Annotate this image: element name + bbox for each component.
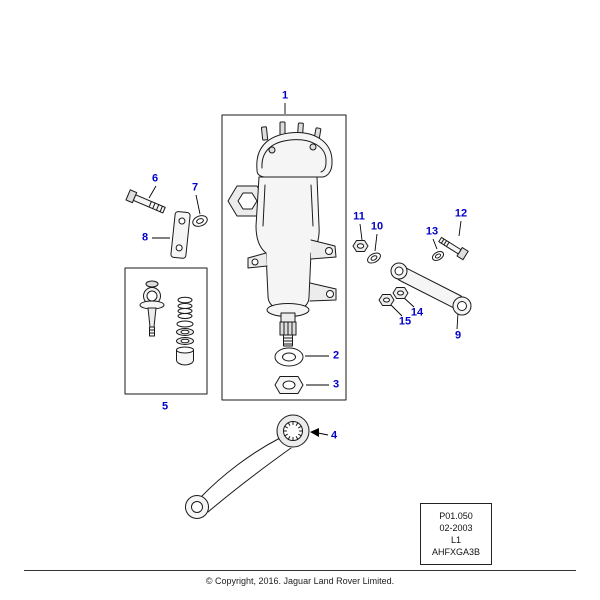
repair-kit-box-part5 [124, 267, 208, 395]
copyright-text: © Copyright, 2016. Jaguar Land Rover Lim… [205, 576, 395, 586]
washer-part2 [274, 347, 304, 367]
washer-part10 [367, 252, 381, 264]
nut-part3 [274, 376, 304, 394]
callout-6: 6 [151, 172, 159, 185]
callout-12: 12 [454, 207, 468, 220]
steering-gearbox [227, 121, 337, 347]
drawing-date: 02-2003 [439, 522, 473, 533]
plate-part8 [170, 211, 191, 259]
seal-stack [176, 296, 194, 366]
copyright-bar: © Copyright, 2016. Jaguar Land Rover Lim… [24, 570, 576, 586]
washer-part13 [431, 251, 445, 261]
drawing-info-box: P01.050 02-2003 L1 AHFXGA3B [420, 503, 492, 565]
idler-arm-part9 [390, 262, 472, 316]
ball-joint [139, 280, 165, 337]
callout-1: 1 [281, 89, 289, 102]
callout-8: 8 [141, 231, 149, 244]
washer-part7 [192, 215, 208, 227]
callout-14: 14 [410, 306, 424, 319]
bolt-part12 [438, 236, 469, 261]
drawing-sheet: L1 [450, 534, 461, 545]
callout-13: 13 [425, 225, 439, 238]
bolt-part6 [125, 189, 166, 214]
callout-3: 3 [332, 378, 340, 391]
nut-part11 [352, 240, 369, 252]
callout-5: 5 [161, 400, 169, 413]
callout-10: 10 [370, 220, 384, 233]
drawing-reference: AHFXGA3B [431, 546, 480, 557]
callout-2: 2 [332, 349, 340, 362]
callout-9: 9 [454, 329, 462, 342]
drawing-number: P01.050 [439, 510, 473, 521]
main-assembly-box [221, 114, 347, 401]
callout-15: 15 [398, 315, 412, 328]
nut-part15 [378, 294, 395, 306]
callout-11: 11 [353, 210, 365, 223]
callout-7: 7 [191, 181, 199, 194]
nut-part14 [392, 287, 409, 299]
callout-4: 4 [330, 429, 338, 442]
drop-arm-part4 [185, 414, 310, 519]
